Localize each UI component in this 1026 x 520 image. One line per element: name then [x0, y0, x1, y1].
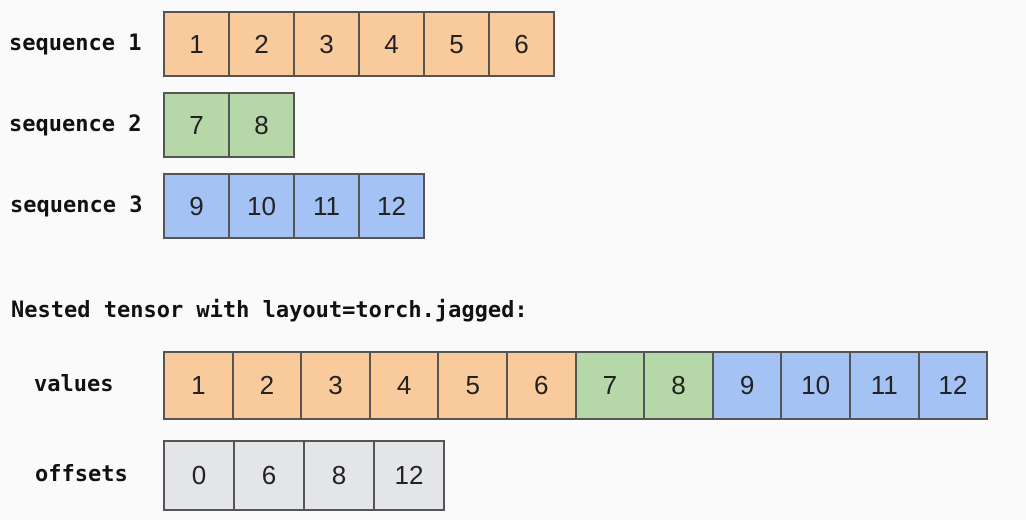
sequence-1-cell: 1	[165, 13, 230, 75]
offsets-cell: 0	[165, 442, 235, 509]
values-cell: 9	[713, 353, 783, 418]
sequence-3-row: 9 10 11 12	[163, 173, 425, 239]
offsets-cell: 8	[305, 442, 375, 509]
nested-tensor-heading: Nested tensor with layout=torch.jagged:	[11, 298, 528, 323]
sequence-3-label: sequence 3	[10, 193, 143, 218]
values-cell: 11	[850, 353, 920, 418]
values-cell: 2	[233, 353, 303, 418]
sequence-1-cell: 6	[490, 13, 553, 75]
values-cell: 4	[370, 353, 440, 418]
values-label: values	[34, 372, 114, 397]
values-cell: 1	[165, 353, 234, 418]
sequence-3-cell: 11	[295, 175, 360, 237]
offsets-row: 0 6 8 12	[163, 440, 445, 511]
sequence-1-cell: 3	[295, 13, 360, 75]
values-cell: 3	[302, 353, 371, 418]
offsets-cell: 12	[375, 442, 443, 509]
offsets-label: offsets	[35, 462, 128, 487]
sequence-1-cell: 4	[360, 13, 425, 75]
sequence-3-cell: 12	[360, 175, 423, 237]
sequence-1-label: sequence 1	[9, 31, 142, 56]
sequence-2-cell: 7	[165, 94, 230, 156]
offsets-cell: 6	[235, 442, 305, 509]
values-cell: 8	[645, 353, 714, 418]
values-cell: 6	[507, 353, 577, 418]
values-cell: 10	[782, 353, 851, 418]
values-cell: 12	[919, 353, 987, 418]
sequence-1-row: 1 2 3 4 5 6	[163, 11, 555, 77]
sequence-2-cell: 8	[230, 94, 293, 156]
sequence-1-cell: 2	[230, 13, 295, 75]
sequence-2-row: 7 8	[163, 92, 295, 158]
sequence-1-cell: 5	[425, 13, 490, 75]
sequence-3-cell: 10	[230, 175, 295, 237]
sequence-2-label: sequence 2	[9, 112, 142, 137]
sequence-3-cell: 9	[165, 175, 230, 237]
values-cell: 5	[439, 353, 508, 418]
values-row: 1 2 3 4 5 6 7 8 9 10 11 12	[163, 351, 989, 420]
values-cell: 7	[576, 353, 646, 418]
